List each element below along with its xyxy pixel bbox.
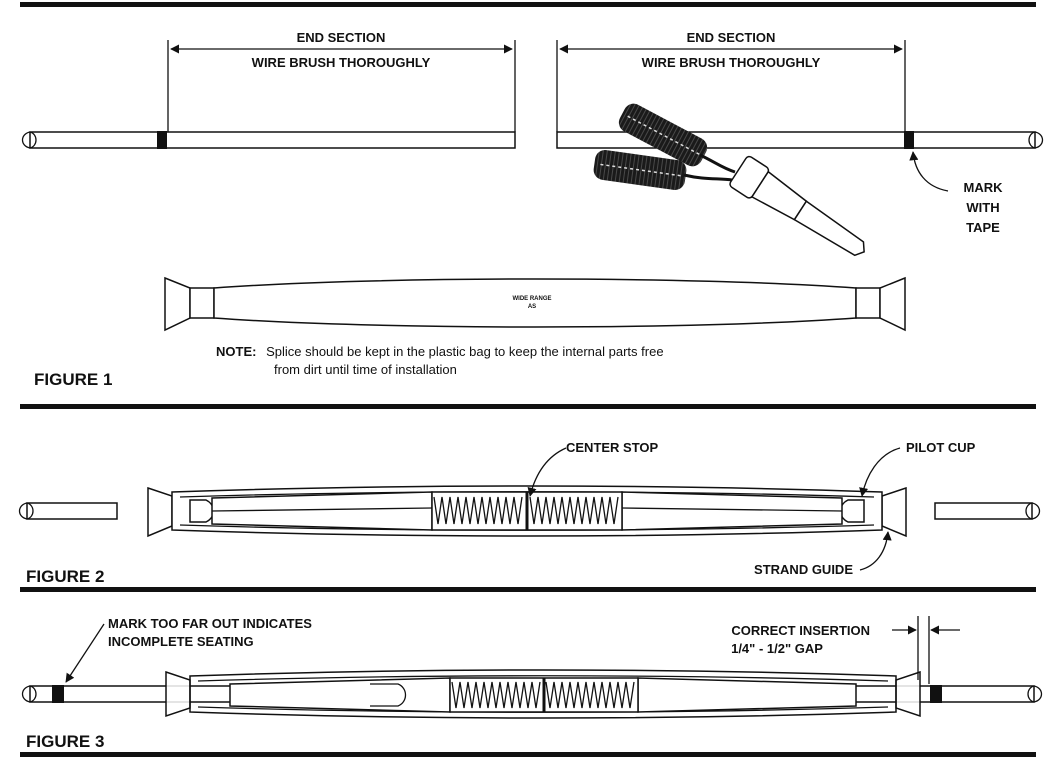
- fig2-splice-section: [147, 485, 907, 538]
- left-end-section-subtitle: WIRE BRUSH THOROUGHLY: [252, 55, 431, 70]
- figure-3-caption: FIGURE 3: [26, 732, 104, 751]
- figure-1-separator: [20, 404, 1036, 409]
- center-stop-label: CENTER STOP: [566, 440, 659, 455]
- center-stop-callout: CENTER STOP: [527, 440, 659, 497]
- note-line-1: NOTE: Splice should be kept in the plast…: [216, 344, 664, 359]
- left-conductor: [21, 131, 516, 149]
- figure-2-separator: [20, 587, 1036, 592]
- mark-too-far-line-2: INCOMPLETE SEATING: [108, 634, 254, 649]
- figure-2-caption: FIGURE 2: [26, 567, 104, 586]
- fig3-left-tape-mark: [52, 685, 64, 703]
- fig3-right-tape-mark: [930, 685, 942, 703]
- left-tape-mark: [157, 131, 167, 149]
- right-end-section-title: END SECTION: [687, 30, 776, 45]
- bottom-border-rule: [20, 752, 1036, 757]
- note-prefix: NOTE:: [216, 344, 256, 359]
- figure-1: END SECTION WIRE BRUSH THOROUGHLY END SE…: [21, 30, 1044, 389]
- fig2-left-conductor: [18, 502, 118, 520]
- figure-2: CENTER STOP PILOT CUP STRAND GUIDE FIGUR…: [18, 440, 1041, 586]
- strand-guide-callout: STRAND GUIDE: [754, 531, 892, 577]
- strand-guide-label: STRAND GUIDE: [754, 562, 853, 577]
- correct-insertion-line-2: 1/4" - 1/2" GAP: [731, 641, 823, 656]
- tape-callout-line-2: WITH: [966, 200, 999, 215]
- tape-callout: MARK WITH TAPE: [909, 151, 1004, 235]
- tape-callout-line-1: MARK: [964, 180, 1004, 195]
- top-border-rule: [20, 2, 1036, 7]
- right-tape-mark: [904, 131, 914, 149]
- wire-brush-tool: [593, 103, 865, 257]
- fig3-splice-section: [165, 669, 921, 719]
- fig2-springs: [431, 491, 623, 531]
- mark-too-far-callout: MARK TOO FAR OUT INDICATES INCOMPLETE SE…: [65, 616, 312, 683]
- splice-body: WIDE RANGE AS: [164, 276, 906, 332]
- tape-callout-line-3: TAPE: [966, 220, 1000, 235]
- right-end-section-dimension: END SECTION WIRE BRUSH THOROUGHLY: [556, 30, 906, 132]
- splice-label-line-2: AS: [528, 304, 536, 310]
- note-line-2: from dirt until time of installation: [274, 362, 457, 377]
- pilot-cup-callout: PILOT CUP: [859, 440, 976, 497]
- left-end-section-title: END SECTION: [297, 30, 386, 45]
- fig2-right-conductor: [934, 502, 1041, 520]
- right-end-section-subtitle: WIRE BRUSH THOROUGHLY: [642, 55, 821, 70]
- correct-insertion-callout: CORRECT INSERTION 1/4" - 1/2" GAP: [731, 616, 960, 684]
- figure-3: MARK TOO FAR OUT INDICATES INCOMPLETE SE…: [21, 616, 1043, 751]
- figure-1-caption: FIGURE 1: [34, 370, 112, 389]
- correct-insertion-line-1: CORRECT INSERTION: [731, 623, 870, 638]
- note-text-1: Splice should be kept in the plastic bag…: [266, 344, 663, 359]
- splice-label-line-1: WIDE RANGE: [513, 296, 552, 302]
- left-end-section-dimension: END SECTION WIRE BRUSH THOROUGHLY: [167, 30, 516, 132]
- pilot-cup-label: PILOT CUP: [906, 440, 976, 455]
- mark-too-far-line-1: MARK TOO FAR OUT INDICATES: [108, 616, 312, 631]
